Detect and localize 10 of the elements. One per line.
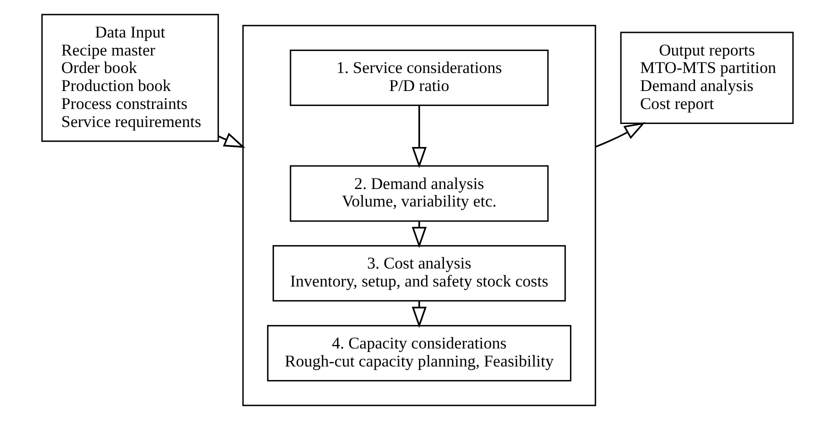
- node-box: Data Input Recipe master Order book Production book Process constraints Service requirements: [41, 13, 219, 142]
- arrow: [412, 104, 427, 168]
- node-box: Output reports MTO-MTS partition Demand analysis Cost report: [620, 31, 794, 124]
- node-box: 4. Capacity considerations Rough-cut capacity planning, Feasibility: [267, 324, 572, 381]
- cluster: [242, 24, 596, 406]
- node-box: 2. Demand analysis Volume, variability etc.: [290, 164, 549, 222]
- node-box: 1. Service considerations P/D ratio: [290, 49, 549, 106]
- node-box: 3. Cost analysis Inventory, setup, and safety stock costs: [272, 244, 566, 302]
- arrow: [595, 122, 646, 148]
- arrow: [218, 132, 246, 148]
